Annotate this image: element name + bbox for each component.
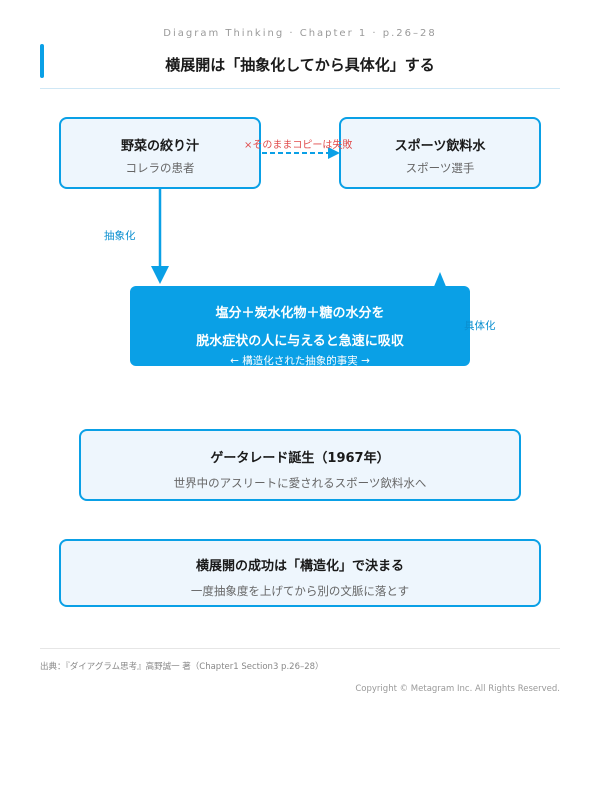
node-vegetable-juice-subtitle: コレラの患者	[125, 161, 195, 175]
summary-title: 横展開の成功は「構造化」で決まる	[195, 559, 404, 574]
node-vegetable-juice-title: 野菜の絞り汁	[120, 139, 199, 154]
summary-box: 横展開の成功は「構造化」で決まる 一度抽象度を上げてから別の文脈に落とす	[59, 539, 541, 607]
abstract-arrow-head	[151, 266, 169, 284]
title-divider	[40, 88, 560, 89]
title-accent-bar	[40, 44, 44, 78]
source-citation: 出典：『ダイアグラム思考』高野誠一 著（Chapter1 Section3 p.…	[40, 662, 324, 672]
footer-divider	[40, 648, 560, 649]
header-subtitle: Diagram Thinking · Chapter 1 · p.26–28	[163, 28, 437, 39]
gatorade-title: ゲータレード誕生（1967年）	[210, 451, 390, 466]
concrete-arrow-head	[433, 272, 447, 289]
abstract-fact-line1: 塩分＋炭水化物＋糖の水分を	[215, 306, 385, 321]
gatorade-box: ゲータレード誕生（1967年） 世界中のアスリートに愛されるスポーツ飲料水へ	[79, 429, 521, 501]
node-sports-drink-subtitle: スポーツ選手	[405, 161, 475, 175]
copy-fail-label: ×そのままコピーは失敗	[244, 140, 353, 151]
node-vegetable-juice: 野菜の絞り汁 コレラの患者	[59, 117, 261, 189]
abstract-label: 抽象化	[104, 230, 136, 242]
node-sports-drink: スポーツ飲料水 スポーツ選手	[339, 117, 541, 189]
node-sports-drink-title: スポーツ飲料水	[394, 139, 486, 154]
concrete-label: 具体化	[464, 320, 496, 332]
gatorade-subtitle: 世界中のアスリートに愛されるスポーツ飲料水へ	[173, 476, 427, 490]
abstract-fact-caption: ← 構造化された抽象的事実 →	[230, 355, 370, 367]
abstract-fact-line2: 脱水症状の人に与えると急速に吸収	[196, 334, 404, 349]
summary-subtitle: 一度抽象度を上げてから別の文脈に落とす	[190, 584, 410, 598]
copy-arrow-head	[328, 147, 340, 159]
page-title: 横展開は「抽象化してから具体化」する	[165, 56, 435, 74]
node-abstract-fact: 塩分＋炭水化物＋糖の水分を 脱水症状の人に与えると急速に吸収 ← 構造化された抽…	[130, 286, 470, 367]
copyright: Copyright © Metagram Inc. All Rights Res…	[355, 684, 560, 694]
